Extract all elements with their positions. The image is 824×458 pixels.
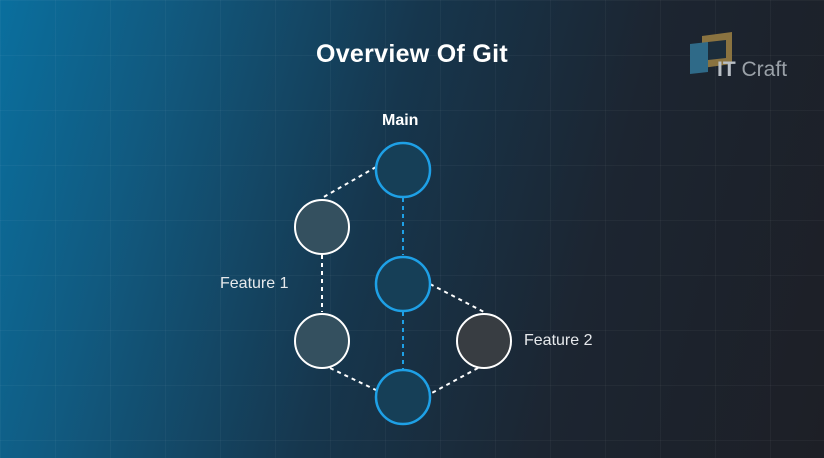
edge-main1-feature1-top	[321, 166, 377, 199]
edge-feature1-main3	[329, 367, 379, 392]
edge-feature2-main3	[429, 367, 479, 395]
feature1-branch-label: Feature 1	[220, 275, 289, 292]
feature1-commit-node-2	[294, 313, 350, 369]
logo-text-craft: Craft	[741, 58, 788, 81]
main-commit-node-1	[374, 141, 432, 199]
main-branch-label: Main	[382, 112, 419, 129]
it-craft-logo-icon	[690, 32, 732, 74]
logo-text-it: IT	[717, 58, 736, 81]
feature1-commit-node-1	[294, 199, 350, 255]
logo-wordmark: IT Craft	[717, 58, 787, 82]
feature2-branch-label: Feature 2	[524, 332, 593, 349]
main-commit-node-2	[374, 255, 432, 313]
feature2-commit-node-1	[456, 313, 512, 369]
page-title: Overview Of Git	[315, 40, 509, 68]
main-commit-node-3	[374, 368, 432, 426]
edge-main2-feature2	[429, 283, 485, 313]
